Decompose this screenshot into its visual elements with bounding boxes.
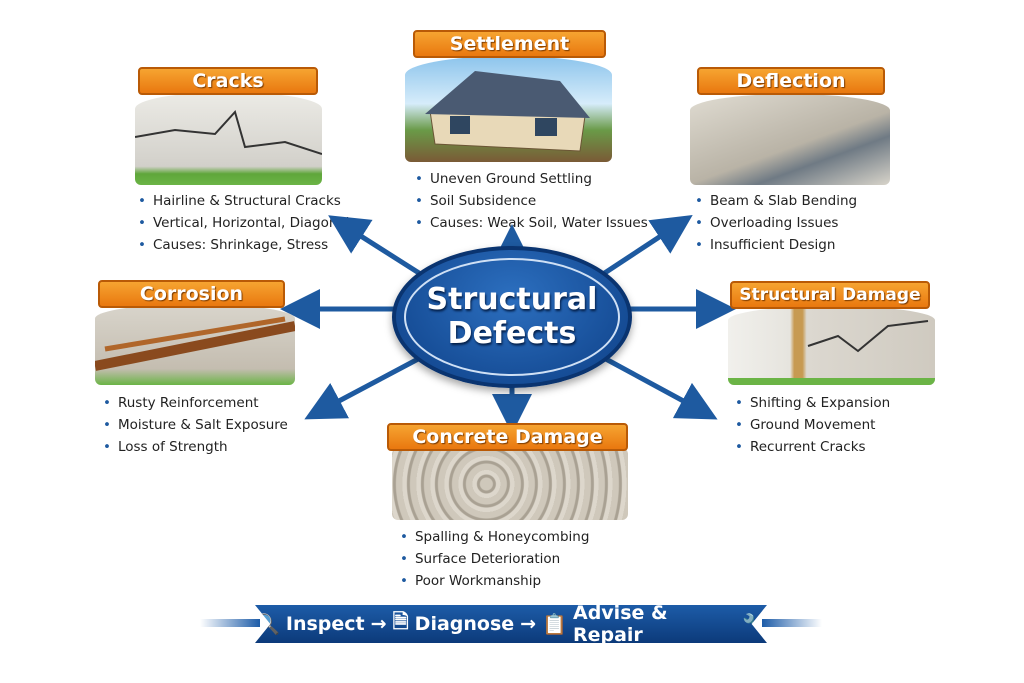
bullet: Poor Workmanship [400, 570, 589, 592]
center-title-line2: Defects [447, 316, 577, 351]
structural-damage-label: Structural Damage [730, 281, 930, 309]
bullet: Shifting & Expansion [735, 392, 890, 414]
bullet: Surface Deterioration [400, 548, 589, 570]
deflection-bullets: Beam & Slab Bending Overloading Issues I… [695, 190, 857, 256]
settlement-label: Settlement [413, 30, 606, 58]
bullet: Insufficient Design [695, 234, 857, 256]
step-inspect: Inspect [285, 613, 365, 635]
bullet: Overloading Issues [695, 212, 857, 234]
clipboard-icon: 📋 [542, 612, 567, 636]
bullet: Vertical, Horizontal, Diagonal [138, 212, 349, 234]
bullet: Causes: Weak Soil, Water Issues [415, 212, 648, 234]
step-diagnose: Diagnose [414, 613, 515, 635]
bullet: Moisture & Salt Exposure [103, 414, 288, 436]
deflection-image [690, 94, 890, 185]
arrow-corrosion-lower [304, 355, 422, 420]
center-title-line1: Structural [426, 282, 598, 317]
corrosion-label: Corrosion [98, 280, 285, 308]
cracks-image [135, 92, 322, 185]
concrete-damage-label: Concrete Damage [387, 423, 628, 451]
cracks-label: Cracks [138, 67, 318, 95]
bullet: Rusty Reinforcement [103, 392, 288, 414]
step-arrow: → [370, 613, 387, 635]
bullet: Recurrent Cracks [735, 436, 890, 458]
arrow-damage-lower [602, 355, 718, 420]
step-advise-repair: Advise & Repair [572, 602, 668, 646]
settlement-bullets: Uneven Ground Settling Soil Subsidence C… [415, 168, 648, 234]
structural-damage-bullets: Shifting & Expansion Ground Movement Rec… [735, 392, 890, 458]
bullet: Causes: Shrinkage, Stress [138, 234, 349, 256]
central-topic: Structural Defects [392, 246, 632, 388]
corrosion-bullets: Rusty Reinforcement Moisture & Salt Expo… [103, 392, 288, 458]
arrow-cracks [328, 215, 432, 283]
step-arrow: → [520, 613, 537, 635]
concrete-damage-bullets: Spalling & Honeycombing Surface Deterior… [400, 526, 589, 592]
bullet: Ground Movement [735, 414, 890, 436]
deflection-label: Deflection [697, 67, 885, 95]
bullet: Beam & Slab Bending [695, 190, 857, 212]
corrosion-image [95, 304, 295, 385]
bullet: Spalling & Honeycombing [400, 526, 589, 548]
concrete-damage-image [392, 448, 628, 520]
bullet: Loss of Strength [103, 436, 288, 458]
banner-tail-left [200, 619, 260, 627]
process-banner: 🔍 Inspect → 🗎 Diagnose → 📋 Advise & Repa… [255, 605, 767, 643]
bullet: Soil Subsidence [415, 190, 648, 212]
banner-tail-right [762, 619, 822, 627]
structural-damage-image [728, 306, 935, 385]
settlement-image [405, 56, 612, 162]
bullet: Hairline & Structural Cracks [138, 190, 349, 212]
bullet: Uneven Ground Settling [415, 168, 648, 190]
document-icon: 🗎 [392, 609, 409, 633]
arrow-deflection [592, 215, 693, 283]
cracks-bullets: Hairline & Structural Cracks Vertical, H… [138, 190, 349, 256]
